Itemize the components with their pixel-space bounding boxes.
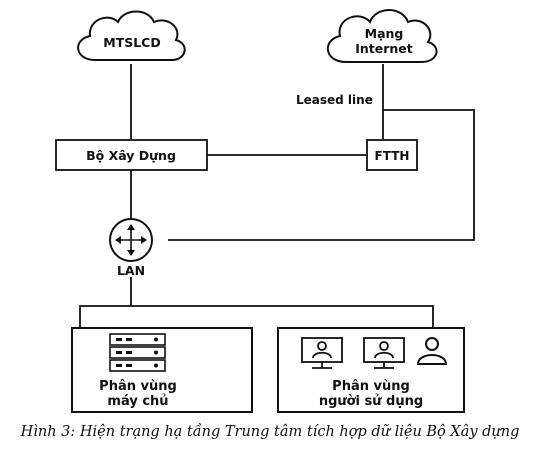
- ftth-label: FTTH: [375, 149, 410, 163]
- ftth-box: [366, 139, 418, 171]
- mtslcd-cloud: MTSLCD: [77, 10, 186, 61]
- user-monitor-icon: [301, 337, 343, 369]
- server-zone-label-line2: máy chủ: [107, 394, 168, 409]
- bxd-node: Bộ Xây Dựng: [55, 139, 208, 171]
- cloud-icon: [77, 10, 186, 61]
- cloud-icon: [327, 9, 438, 63]
- server-zone: Phân vùng máy chủ: [71, 327, 253, 413]
- router-node: LAN: [109, 218, 153, 278]
- internet-label-line2: Internet: [355, 41, 413, 56]
- user-zone-label-line2: người sử dụng: [319, 394, 423, 409]
- router-icon: [109, 218, 153, 262]
- internet-cloud: Mạng Internet: [327, 9, 438, 63]
- server-rack-icon: [109, 333, 166, 372]
- internet-label-line1: Mạng: [365, 26, 404, 41]
- connection-lines: [79, 64, 475, 328]
- line-leased-to-lan: [168, 109, 475, 241]
- mtslcd-label: MTSLCD: [103, 35, 160, 50]
- figure-caption: Hình 3: Hiện trạng hạ tầng Trung tâm tíc…: [20, 424, 520, 440]
- ftth-node: FTTH: [366, 139, 418, 171]
- user-zone-label-line1: Phân vùng: [332, 379, 410, 394]
- line-bus: [79, 305, 434, 328]
- bxd-box: [55, 139, 208, 171]
- leased-line-label: Leased line: [296, 93, 373, 107]
- server-zone-label-line1: Phân vùng: [99, 379, 177, 394]
- lan-label: LAN: [117, 263, 145, 278]
- bxd-label: Bộ Xây Dựng: [86, 148, 176, 163]
- user-icon: [416, 337, 448, 365]
- network-diagram: MTSLCD Mạng Internet Leased line Bộ Xây …: [55, 9, 475, 413]
- user-monitor-icon: [363, 337, 405, 369]
- user-zone: Phân vùng người sử dụng: [277, 327, 465, 413]
